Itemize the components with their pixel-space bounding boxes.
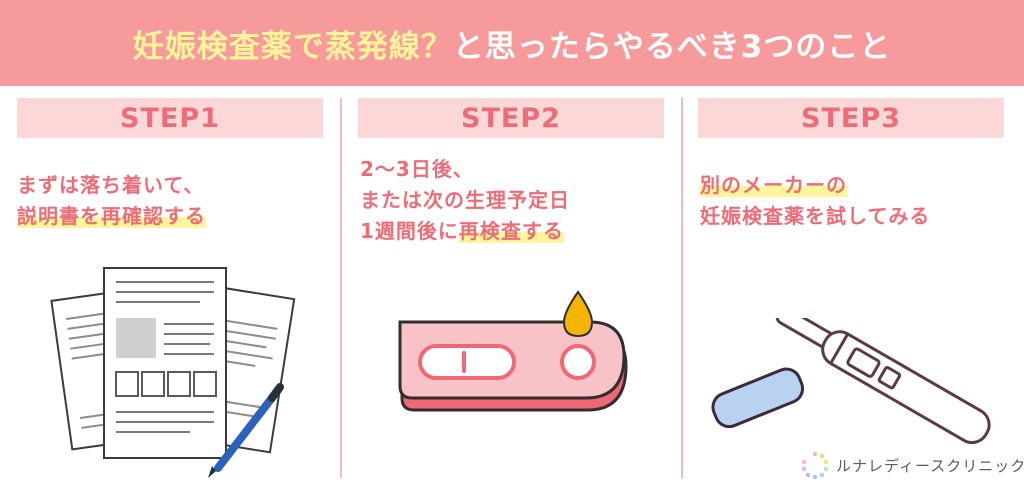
step1-line: まずは落ち着いて、: [17, 173, 205, 197]
pregnancy-test-icon: [398, 290, 628, 412]
column-divider: [340, 98, 342, 478]
clinic-logo: ルナレディースクリニック: [800, 450, 1024, 480]
test-stick-illustration: [711, 318, 991, 445]
step3-line: 別のメーカーの: [700, 173, 847, 197]
step3-line: 妊娠検査薬を試してみる: [700, 204, 931, 228]
cap-icon: [711, 367, 805, 429]
step2-line: または次の生理予定日: [360, 188, 570, 212]
pen-icon: [208, 383, 284, 478]
step2-header: STEP2: [358, 98, 664, 138]
droplet-icon: [562, 290, 594, 338]
column-divider: [681, 98, 683, 478]
logo-text: ルナレディースクリニック: [836, 456, 1024, 475]
title-rest: と思ったらやるべき3つのこと: [452, 28, 892, 65]
documents-illustration: [50, 267, 296, 478]
step2-line: 1週間後に再検査する: [360, 219, 564, 243]
page-title: 妊娠検査薬で蒸発線？と思ったらやるべき3つのこと: [133, 21, 892, 66]
step3-header: STEP3: [698, 98, 1004, 138]
step2-text: 2～3日後、 または次の生理予定日 1週間後に再検査する: [360, 154, 570, 247]
step1-text: まずは落ち着いて、 説明書を再確認する: [17, 170, 206, 232]
logo-dots-icon: [801, 451, 829, 480]
test-stick-icon: [775, 318, 991, 445]
step3-text: 別のメーカーの 妊娠検査薬を試してみる: [700, 170, 930, 232]
step1-line: 説明書を再確認する: [17, 204, 206, 228]
header-banner: 妊娠検査薬で蒸発線？と思ったらやるべき3つのこと: [0, 0, 1024, 86]
title-highlight: 妊娠検査薬で蒸発線？: [132, 28, 453, 65]
step1-header: STEP1: [17, 98, 323, 138]
step2-line: 2～3日後、: [360, 157, 474, 181]
